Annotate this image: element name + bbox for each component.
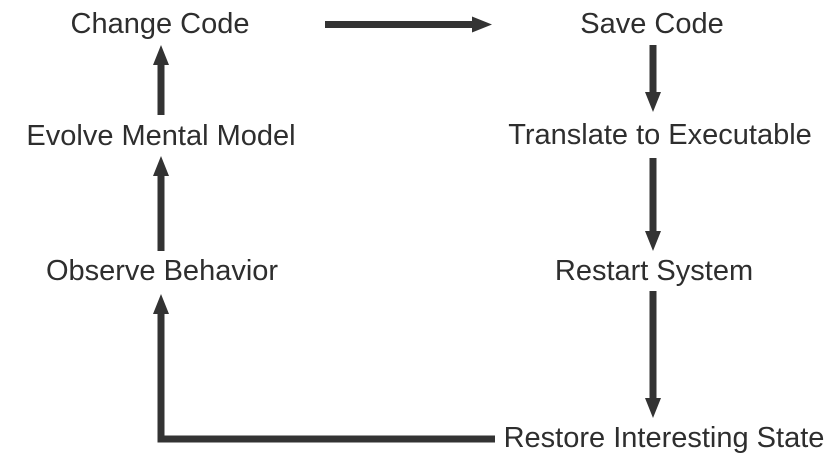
node-evolve-mental-model: Evolve Mental Model [26, 120, 296, 153]
node-restore-interesting-state: Restore Interesting State [503, 422, 824, 455]
node-save-code: Save Code [580, 8, 724, 41]
node-restart-system: Restart System [554, 255, 754, 288]
arrow-restart-to-restore-icon [645, 291, 661, 418]
arrow-observe-to-evolve-icon [153, 156, 169, 251]
arrow-translate-to-restart-icon [645, 158, 661, 251]
arrow-change-code-to-save-code-icon [325, 16, 492, 33]
node-translate-to-executable: Translate to Executable [508, 119, 812, 152]
node-change-code: Change Code [70, 8, 250, 41]
arrow-restore-to-observe-icon [153, 294, 495, 443]
arrow-evolve-to-change-code-icon [153, 45, 169, 115]
node-observe-behavior: Observe Behavior [45, 255, 279, 288]
arrow-save-code-to-translate-icon [645, 45, 661, 112]
